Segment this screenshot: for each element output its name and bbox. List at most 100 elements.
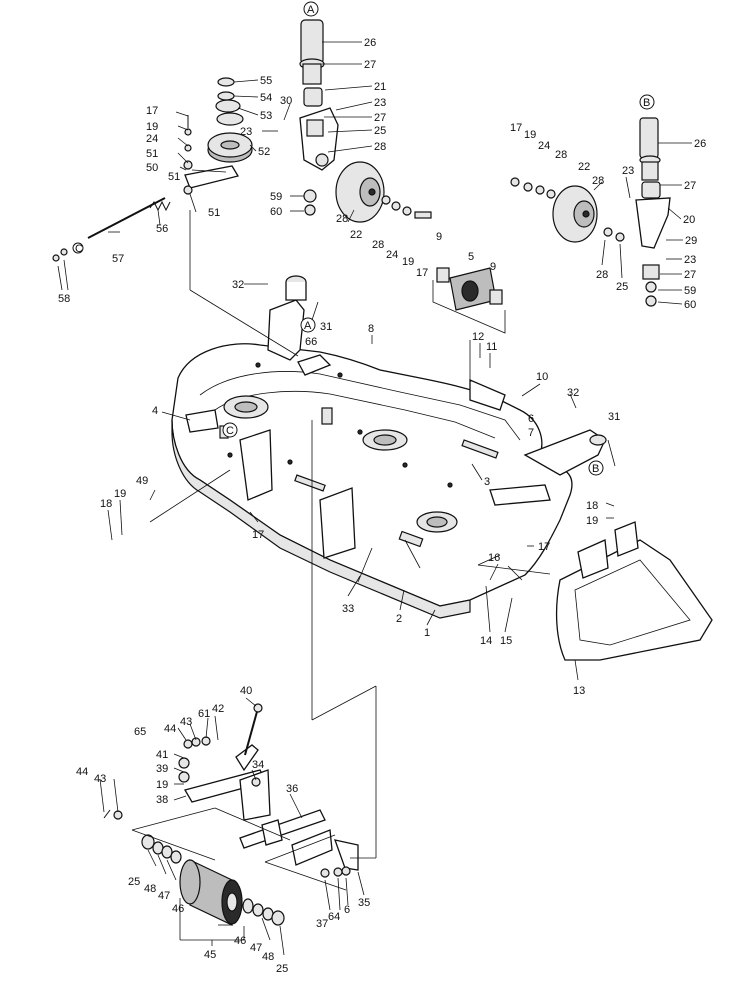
part-label: 51 xyxy=(146,148,158,160)
caster-assembly-left xyxy=(299,19,432,223)
part-label: 19 xyxy=(402,256,414,268)
part-label: 28 xyxy=(555,149,567,161)
part-label: 59 xyxy=(684,285,696,297)
part-label: 20 xyxy=(683,214,695,226)
part-label: 26 xyxy=(364,37,376,49)
part-label: 29 xyxy=(685,235,697,247)
part-label: 35 xyxy=(358,897,370,909)
roller-assembly xyxy=(103,703,359,926)
part-label: 22 xyxy=(350,229,362,241)
part-label: 18 xyxy=(100,498,112,510)
bearing-block xyxy=(432,267,506,334)
part-label: 55 xyxy=(260,75,272,87)
leader-lines xyxy=(57,41,692,956)
part-label: 25 xyxy=(276,963,288,975)
part-label: 28 xyxy=(372,239,384,251)
part-label: 22 xyxy=(578,161,590,173)
part-label: 36 xyxy=(286,783,298,795)
part-label: 43 xyxy=(180,716,192,728)
part-label: 58 xyxy=(58,293,70,305)
part-label: 66 xyxy=(305,336,317,348)
part-label: 23 xyxy=(240,126,252,138)
part-label: 17 xyxy=(146,105,158,117)
part-label: 24 xyxy=(146,133,158,145)
part-label: 18 xyxy=(586,500,598,512)
part-label: 11 xyxy=(486,341,497,353)
part-label: 37 xyxy=(316,918,328,930)
part-label: 65 xyxy=(134,726,146,738)
part-label: 24 xyxy=(386,249,398,261)
part-label: 47 xyxy=(250,942,262,954)
part-label: 19 xyxy=(114,488,126,500)
part-label: 19 xyxy=(586,515,598,527)
part-label: 57 xyxy=(112,253,124,265)
part-label: 28 xyxy=(596,269,608,281)
part-label: 15 xyxy=(500,635,512,647)
part-label: 27 xyxy=(684,269,696,281)
part-label: 48 xyxy=(262,951,274,963)
part-label: 23 xyxy=(622,165,634,177)
part-label: 12 xyxy=(472,331,484,343)
part-label: 27 xyxy=(684,180,696,192)
part-label: 8 xyxy=(368,323,374,335)
part-label: 19 xyxy=(524,129,536,141)
part-label: 64 xyxy=(328,911,340,923)
part-label: 44 xyxy=(76,766,88,778)
part-label: 14 xyxy=(480,635,492,647)
part-label: 19 xyxy=(146,121,158,133)
part-label: 44 xyxy=(164,723,176,735)
part-label: 45 xyxy=(204,949,216,961)
idler-pulley xyxy=(183,77,253,195)
part-label: 38 xyxy=(156,794,168,806)
ref-c-deck: C xyxy=(226,425,234,437)
part-label: 9 xyxy=(436,231,442,243)
part-label: 49 xyxy=(136,475,148,487)
part-label: 47 xyxy=(158,890,170,902)
part-label: 41 xyxy=(156,749,168,761)
part-label: 48 xyxy=(144,883,156,895)
part-label: 25 xyxy=(374,125,386,137)
part-label: 25 xyxy=(616,281,628,293)
part-label: 50 xyxy=(146,162,158,174)
part-label: 30 xyxy=(280,95,292,107)
ref-a-top: A xyxy=(307,4,315,16)
part-labels: 26 27 21 23 27 25 28 55 54 53 30 52 17 1… xyxy=(58,37,706,975)
part-label: 9 xyxy=(490,261,496,273)
part-label: 6 xyxy=(528,413,534,425)
part-label: 7 xyxy=(528,427,534,439)
part-label: 4 xyxy=(152,405,158,417)
part-label: 53 xyxy=(260,110,272,122)
part-label: 52 xyxy=(258,146,270,158)
part-label: 43 xyxy=(94,773,106,785)
part-label: 46 xyxy=(234,935,246,947)
part-label: 27 xyxy=(364,59,376,71)
part-label: 17 xyxy=(510,122,522,134)
part-label: 42 xyxy=(212,703,224,715)
part-label: 23 xyxy=(684,254,696,266)
part-label: 32 xyxy=(567,387,579,399)
part-label: 31 xyxy=(320,321,332,333)
part-label: 5 xyxy=(468,251,474,263)
part-label: 28 xyxy=(592,175,604,187)
ref-b-deck: B xyxy=(592,463,599,475)
part-label: 33 xyxy=(342,603,354,615)
part-label: 6 xyxy=(344,904,350,916)
part-label: 23 xyxy=(374,97,386,109)
part-label: 31 xyxy=(608,411,620,423)
part-label: 16 xyxy=(488,552,500,564)
part-label: 46 xyxy=(172,903,184,915)
reference-markers: A B A B C xyxy=(222,1,655,476)
ref-a-deck: A xyxy=(304,320,312,332)
caster-assembly-right xyxy=(510,117,671,307)
part-label: 1 xyxy=(424,627,430,639)
part-label: 39 xyxy=(156,763,168,775)
part-label: 51 xyxy=(208,207,220,219)
part-label: 19 xyxy=(156,779,168,791)
part-label: 51 xyxy=(168,171,180,183)
part-label: 32 xyxy=(232,279,244,291)
part-label: 25 xyxy=(128,876,140,888)
adjusting-rod: C xyxy=(52,197,171,262)
part-label: 13 xyxy=(573,685,585,697)
part-label: 54 xyxy=(260,92,272,104)
